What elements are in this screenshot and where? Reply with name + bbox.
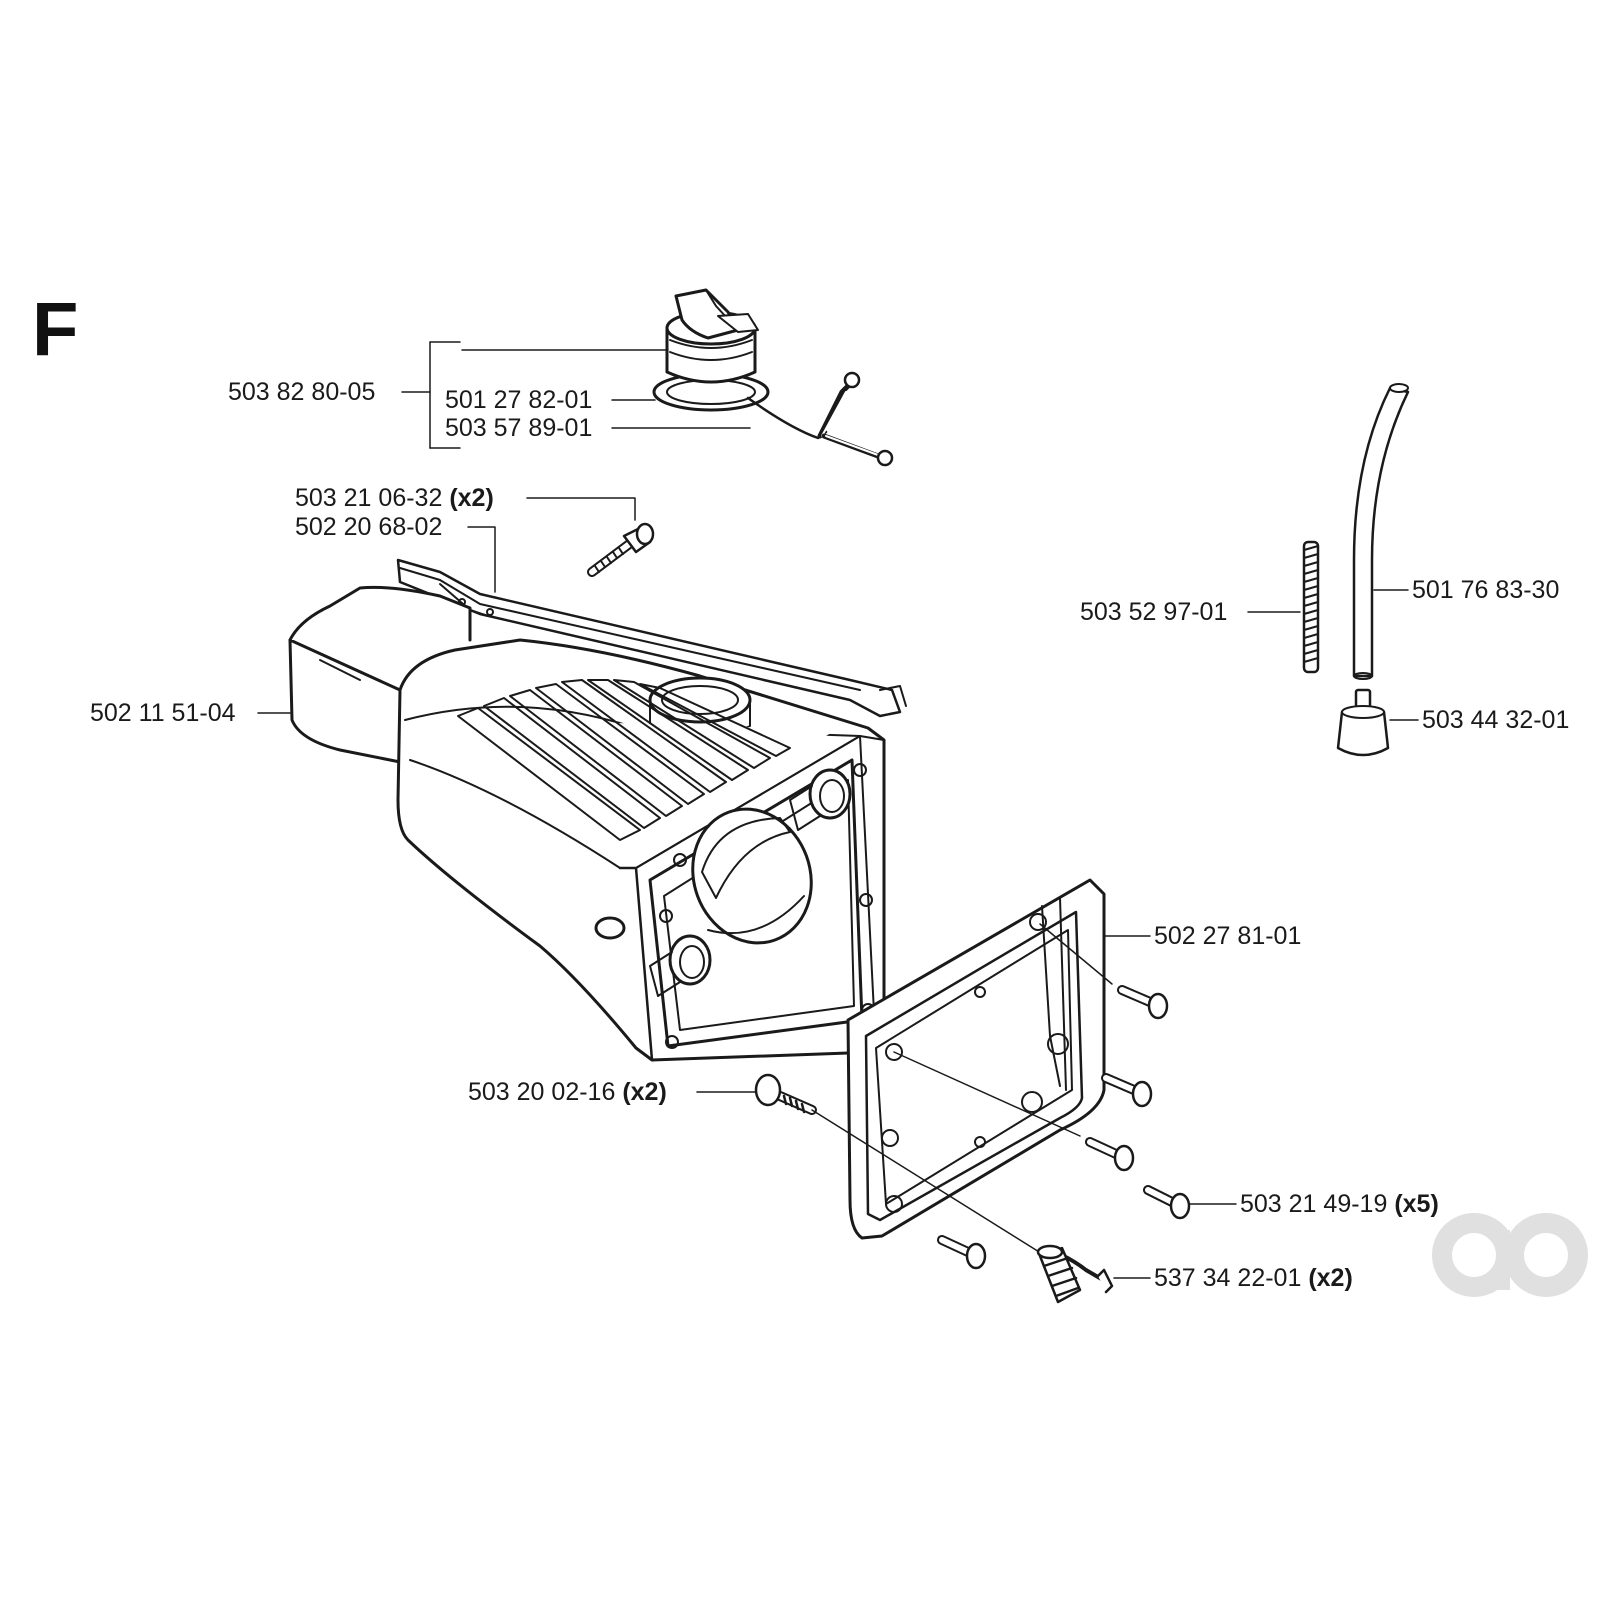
part-number: 501 27 82-01 xyxy=(445,386,593,414)
part-number: 503 52 97-01 xyxy=(1080,598,1228,626)
part-label-tank: 502 11 51-04 xyxy=(90,701,236,726)
part-label-fuel-filter: 503 44 32-01 xyxy=(1422,708,1569,733)
part-number: 503 82 80-05 xyxy=(228,378,376,406)
fuel-hose-illustration xyxy=(1352,383,1410,680)
top-screw-illustration xyxy=(587,522,655,577)
part-number: 501 76 83-30 xyxy=(1412,576,1560,604)
part-label-screw-top: 503 21 06-32 (x2) xyxy=(295,486,494,511)
flange-screw-illustration xyxy=(754,1073,1053,1261)
part-quantity: (x2) xyxy=(1308,1264,1353,1292)
part-number: 502 27 81-01 xyxy=(1154,922,1302,950)
part-number: 503 57 89-01 xyxy=(445,414,593,442)
part-label-cap-assembly: 503 82 80-05 xyxy=(228,380,375,405)
fuel-cap-illustration xyxy=(652,288,894,467)
part-number: 503 20 02-16 xyxy=(468,1078,616,1106)
part-number: 537 34 22-01 xyxy=(1154,1264,1302,1292)
part-label-clamp: 502 20 68-02 xyxy=(295,515,442,540)
frame-screws-illustration xyxy=(893,923,1191,1270)
part-label-damper: 537 34 22-01 (x2) xyxy=(1154,1266,1353,1291)
part-label-fuel-hose: 501 76 83-30 xyxy=(1412,578,1559,603)
damper-illustration xyxy=(1036,1244,1114,1304)
ao-logo-icon xyxy=(1432,1213,1588,1297)
part-label-cap-strap: 503 57 89-01 xyxy=(445,416,592,441)
section-letter: F xyxy=(32,287,79,372)
part-number: 502 20 68-02 xyxy=(295,513,443,541)
part-number: 502 11 51-04 xyxy=(90,699,236,727)
fuel-tank-illustration xyxy=(288,585,886,1062)
part-quantity: (x2) xyxy=(449,484,494,512)
part-label-cap-seal: 501 27 82-01 xyxy=(445,388,592,413)
part-number: 503 44 32-01 xyxy=(1422,706,1570,734)
part-label-gasket-frame: 502 27 81-01 xyxy=(1154,924,1301,949)
part-quantity: (x2) xyxy=(622,1078,667,1106)
leader-lines xyxy=(257,341,1419,1279)
part-label-screw-flange: 503 20 02-16 (x2) xyxy=(468,1080,667,1105)
filter-screen-illustration xyxy=(1302,540,1320,674)
fuel-filter-illustration xyxy=(1336,688,1390,757)
part-label-filter-screen: 503 52 97-01 xyxy=(1080,600,1227,625)
gasket-frame-illustration xyxy=(846,878,1106,1240)
part-label-screw-frame: 503 21 49-19 (x5) xyxy=(1240,1192,1439,1217)
part-quantity: (x5) xyxy=(1394,1190,1439,1218)
part-number: 503 21 06-32 xyxy=(295,484,443,512)
part-number: 503 21 49-19 xyxy=(1240,1190,1388,1218)
